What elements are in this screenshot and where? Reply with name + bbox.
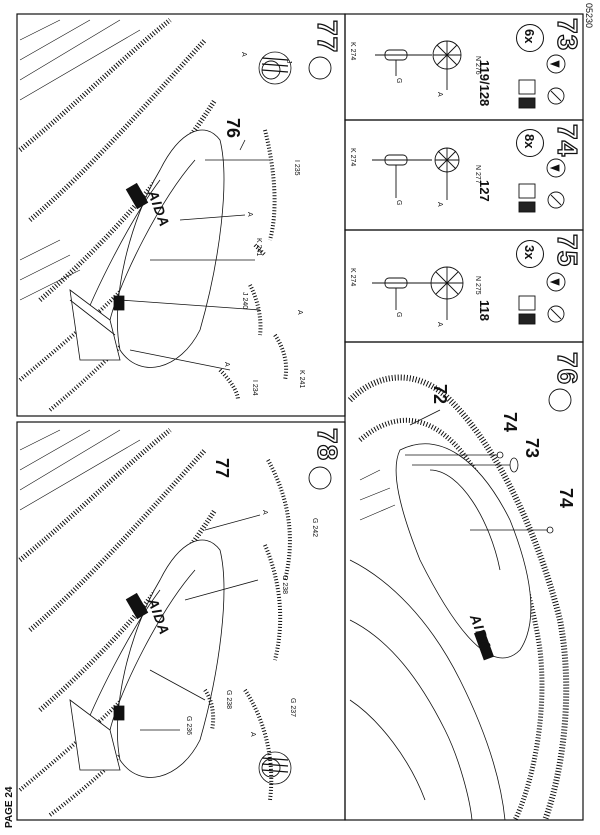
count-75: 3x	[522, 245, 537, 260]
part-tag: K 241	[255, 238, 262, 257]
part-tag: N 276	[474, 56, 481, 75]
part-tag: G	[395, 312, 402, 318]
part-tag: N 275	[474, 276, 481, 295]
part-tag: A	[223, 362, 230, 367]
part-tag: G 242	[311, 518, 318, 538]
step-number-76: 76	[551, 351, 583, 386]
part-tag: J 240	[241, 292, 248, 310]
paint-jar-icon	[518, 79, 536, 325]
part-tag: K 274	[349, 268, 356, 287]
part-tag: A	[296, 310, 303, 315]
step-75-frame	[344, 229, 584, 343]
ship-hull-drawing-78	[18, 428, 292, 817]
part-tag: A	[436, 202, 443, 207]
glue-tube-icon	[308, 56, 332, 80]
part-tag: G 238	[281, 575, 288, 595]
step-number-78: 78	[311, 427, 343, 462]
part-tag: G	[395, 78, 402, 84]
part-tag: N 277	[474, 165, 481, 184]
railing-parts	[372, 40, 464, 320]
part-tag: I 234	[251, 380, 258, 396]
part-tag: J	[285, 60, 292, 64]
part-tag: A	[436, 92, 443, 97]
ship-bow-drawing-76	[347, 374, 570, 822]
cut-icon	[547, 87, 565, 323]
step-74-frame	[344, 119, 584, 231]
count-badge-74	[516, 129, 544, 157]
glue-tube-icon	[308, 466, 332, 490]
count-badge-75	[516, 240, 544, 268]
part-number: 73	[522, 438, 542, 459]
step-number-75: 75	[551, 233, 583, 268]
part-tag: A	[249, 732, 256, 737]
ship-hull-drawing-77	[18, 18, 292, 412]
step-76-frame	[344, 341, 584, 821]
part-number: 77	[212, 458, 232, 479]
part-number: 72	[430, 384, 450, 405]
finger-press-icon	[261, 758, 281, 778]
step-number-73: 73	[551, 17, 583, 52]
part-tag: G 236	[185, 716, 192, 736]
part-tag: A	[436, 322, 443, 327]
part-tag: G 237	[289, 698, 296, 718]
part-number: 74	[556, 488, 576, 509]
count-73: 6x	[522, 29, 537, 44]
part-tag: A	[240, 52, 247, 57]
count-74: 8x	[522, 134, 537, 149]
count-badge-73	[516, 24, 544, 52]
part-tag: A	[261, 510, 268, 515]
document-code: 05230	[584, 3, 594, 29]
glue-tube-icon	[548, 388, 572, 412]
page-label: PAGE 24	[4, 786, 15, 829]
step-number-74: 74	[551, 123, 583, 158]
part-tag: K 241	[298, 370, 305, 389]
part-tag: G	[395, 200, 402, 206]
part-tag: K 274	[349, 148, 356, 167]
part-tag: A	[246, 212, 253, 217]
part-number: 74	[500, 412, 520, 433]
step-number-77: 77	[311, 19, 343, 54]
part-number: 76	[223, 118, 243, 139]
part-tag: K 274	[349, 42, 356, 61]
part-tag: G 238	[225, 690, 232, 710]
part-number: 118	[477, 300, 492, 321]
part-tag: I 235	[293, 160, 300, 176]
glue-tube-icon	[546, 54, 566, 292]
